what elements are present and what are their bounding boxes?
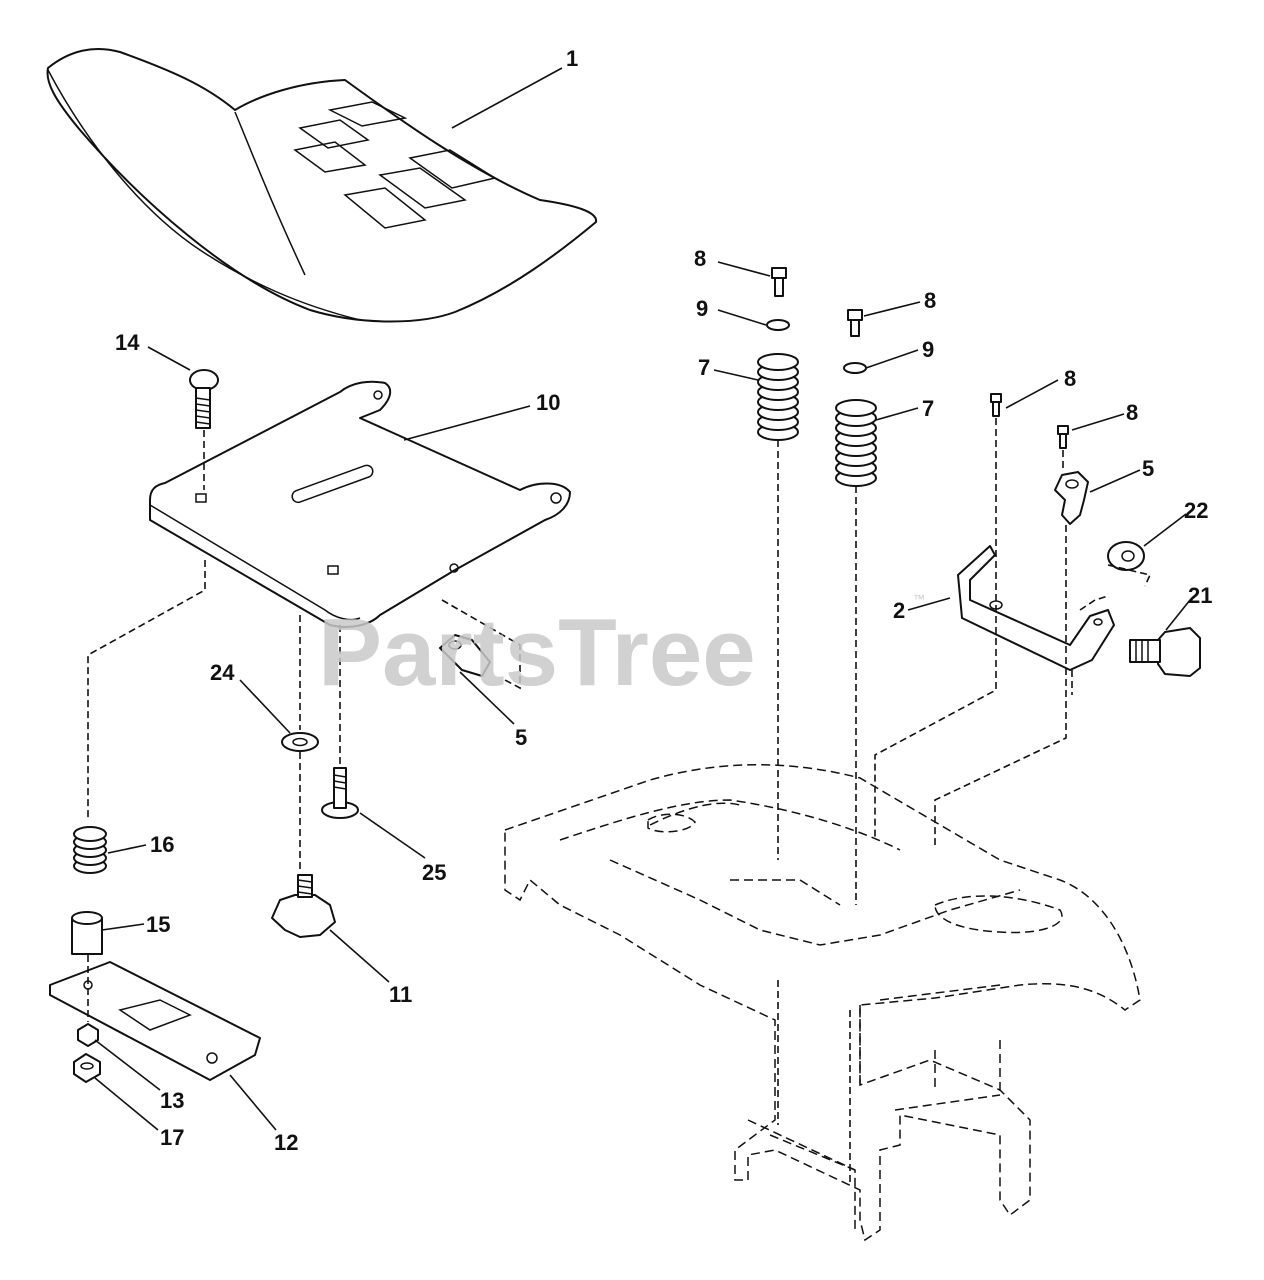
callout-10: 10 [536, 390, 560, 415]
leader-lines [94, 67, 1191, 1131]
callout-25: 25 [422, 860, 446, 885]
callout-15: 15 [146, 912, 170, 937]
callout-2: 2 [893, 598, 905, 623]
bolt-8-b [847, 309, 863, 337]
callout-12: 12 [274, 1130, 298, 1155]
spring-7-a [757, 353, 799, 441]
callout-16: 16 [150, 832, 174, 857]
clip-dashed-frame [441, 599, 521, 690]
assembly-lines [87, 418, 1152, 1185]
watermark: PartsTree [318, 599, 756, 706]
carriage-bolt [189, 369, 219, 429]
spacer-22 [1107, 541, 1145, 571]
callout-22: 22 [1184, 498, 1208, 523]
callout-11: 11 [389, 982, 412, 1007]
callout-7-b: 7 [922, 396, 934, 421]
nut [77, 1023, 99, 1047]
callout-9-b: 9 [922, 337, 934, 362]
callout-17: 17 [160, 1125, 184, 1150]
seat-pan [149, 380, 571, 628]
washer-9-a [766, 319, 790, 331]
callout-5-right: 5 [1142, 456, 1154, 481]
seat-bracket [957, 545, 1115, 671]
callout-13: 13 [160, 1088, 184, 1113]
bolt-8-a [771, 267, 787, 297]
spacer [71, 911, 103, 955]
bolt-8-c [990, 393, 1002, 417]
seat-knob [271, 874, 336, 938]
spring-16 [73, 826, 107, 874]
callout-5-left: 5 [515, 725, 527, 750]
watermark-trademark: ™ [913, 592, 925, 606]
callout-1: 1 [566, 46, 578, 71]
washer [281, 732, 319, 752]
callout-14: 14 [115, 330, 140, 355]
spring-7-b [835, 399, 877, 487]
callout-numbers: 1 14 10 5 24 25 16 15 11 13 17 12 8 9 7 … [115, 46, 1212, 1155]
washer-9-b [843, 362, 867, 374]
seat [46, 48, 598, 323]
bolt-8-d [1057, 425, 1069, 449]
callout-8-d: 8 [1126, 400, 1138, 425]
adjustment-knob [1129, 627, 1201, 677]
shoulder-bolt [321, 767, 359, 819]
callout-8-c: 8 [1064, 366, 1076, 391]
lock-nut [73, 1053, 101, 1083]
seat-clip-left [439, 634, 491, 677]
callout-9-a: 9 [696, 296, 708, 321]
seat-clip-right [1054, 471, 1089, 525]
callout-8-a: 8 [694, 246, 706, 271]
callout-7-a: 7 [698, 355, 710, 380]
callout-24: 24 [210, 660, 235, 685]
callout-8-b: 8 [924, 288, 936, 313]
tractor-frame [504, 764, 1141, 1242]
callout-21: 21 [1188, 583, 1212, 608]
